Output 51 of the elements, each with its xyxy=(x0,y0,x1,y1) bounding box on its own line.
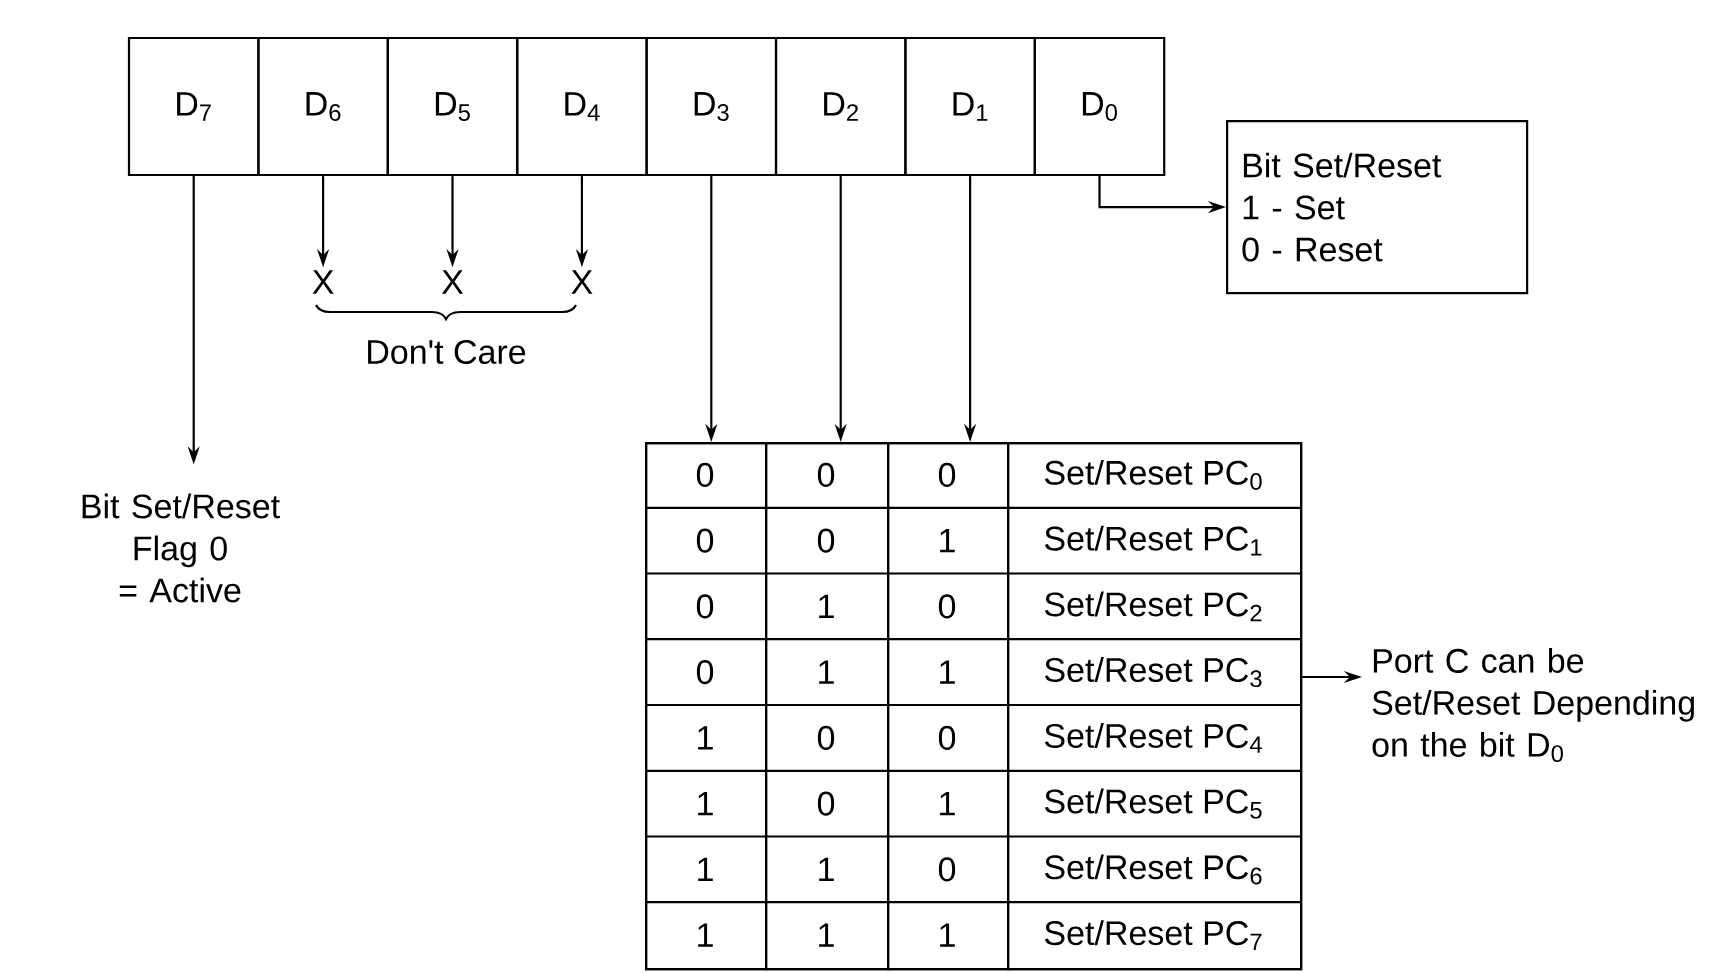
table-cell: 1 xyxy=(819,594,834,619)
table-cell: 1 xyxy=(819,660,834,684)
table-cell: 0 xyxy=(817,725,835,750)
table-cell: 0 xyxy=(696,660,714,685)
register-bit-cell: D$_{6}$ xyxy=(257,36,389,177)
table-cell: 0 xyxy=(817,462,835,487)
register-bit-cell: D$_{3}$ xyxy=(645,36,778,177)
register-bit-cell: D$_{0}$ xyxy=(1033,36,1166,177)
table-cell: 1 xyxy=(698,923,713,947)
flag-text: Bit Set/Reset Flag 0 = Active xyxy=(82,493,280,603)
table-cell: 0 xyxy=(938,462,956,487)
table-cell: Set/Reset PC$_{6}$ xyxy=(1044,854,1262,885)
table-cell: 0 xyxy=(696,528,714,553)
table-cell: 0 xyxy=(817,528,835,553)
table-cell: 1 xyxy=(940,923,955,947)
table-cell: 1 xyxy=(819,923,834,947)
table-cell: 0 xyxy=(696,462,714,487)
table-cell: 0 xyxy=(938,594,956,619)
table-column xyxy=(645,442,768,971)
register-bit-cell: D$_{4}$ xyxy=(516,36,648,177)
table-cell: 1 xyxy=(698,857,713,882)
table-cell: 1 xyxy=(940,791,955,816)
table-cell: Set/Reset PC$_{2}$ xyxy=(1044,591,1262,622)
table-column xyxy=(887,442,1010,971)
table-column xyxy=(765,442,890,971)
table-cell: Set/Reset PC$_{7}$ xyxy=(1044,920,1262,950)
dont-care-mark: X xyxy=(571,270,593,294)
register-bit-cell: D$_{2}$ xyxy=(774,36,907,177)
table-cell: Set/Reset PC$_{5}$ xyxy=(1044,788,1262,819)
table-cell: 1 xyxy=(940,660,955,684)
dont-care-mark: X xyxy=(312,270,334,294)
brace-label: Don't Care xyxy=(368,339,526,365)
table-cell: Set/Reset PC$_{0}$ xyxy=(1044,459,1262,490)
table-cell: 0 xyxy=(817,791,835,816)
table-cell: 0 xyxy=(696,594,714,619)
note-text: Port C can be Set/Reset Depending on the bit D$_{0}$ xyxy=(1372,648,1694,762)
table-cell: Set/Reset PC$_{1}$ xyxy=(1044,525,1262,556)
table-cell: Set/Reset PC$_{4}$ xyxy=(1044,723,1262,753)
table-cell: Set/Reset PC$_{3}$ xyxy=(1044,657,1262,688)
bit-box: Bit Set/Reset 1 - Set 0 - Reset xyxy=(1226,120,1529,295)
table-cell: 0 xyxy=(938,857,956,882)
register-bit-cell: D$_{1}$ xyxy=(904,36,1036,177)
table-cell: 1 xyxy=(940,528,955,553)
register-bit-cell: D$_{5}$ xyxy=(386,36,519,177)
table-cell: 0 xyxy=(938,725,956,750)
table-cell: 1 xyxy=(698,726,713,750)
table-cell: 1 xyxy=(819,857,834,882)
register-bit-cell: D$_{7}$ xyxy=(127,36,260,177)
table-cell: 1 xyxy=(698,791,713,816)
table-column xyxy=(1007,442,1303,971)
dont-care-mark: X xyxy=(441,270,464,294)
